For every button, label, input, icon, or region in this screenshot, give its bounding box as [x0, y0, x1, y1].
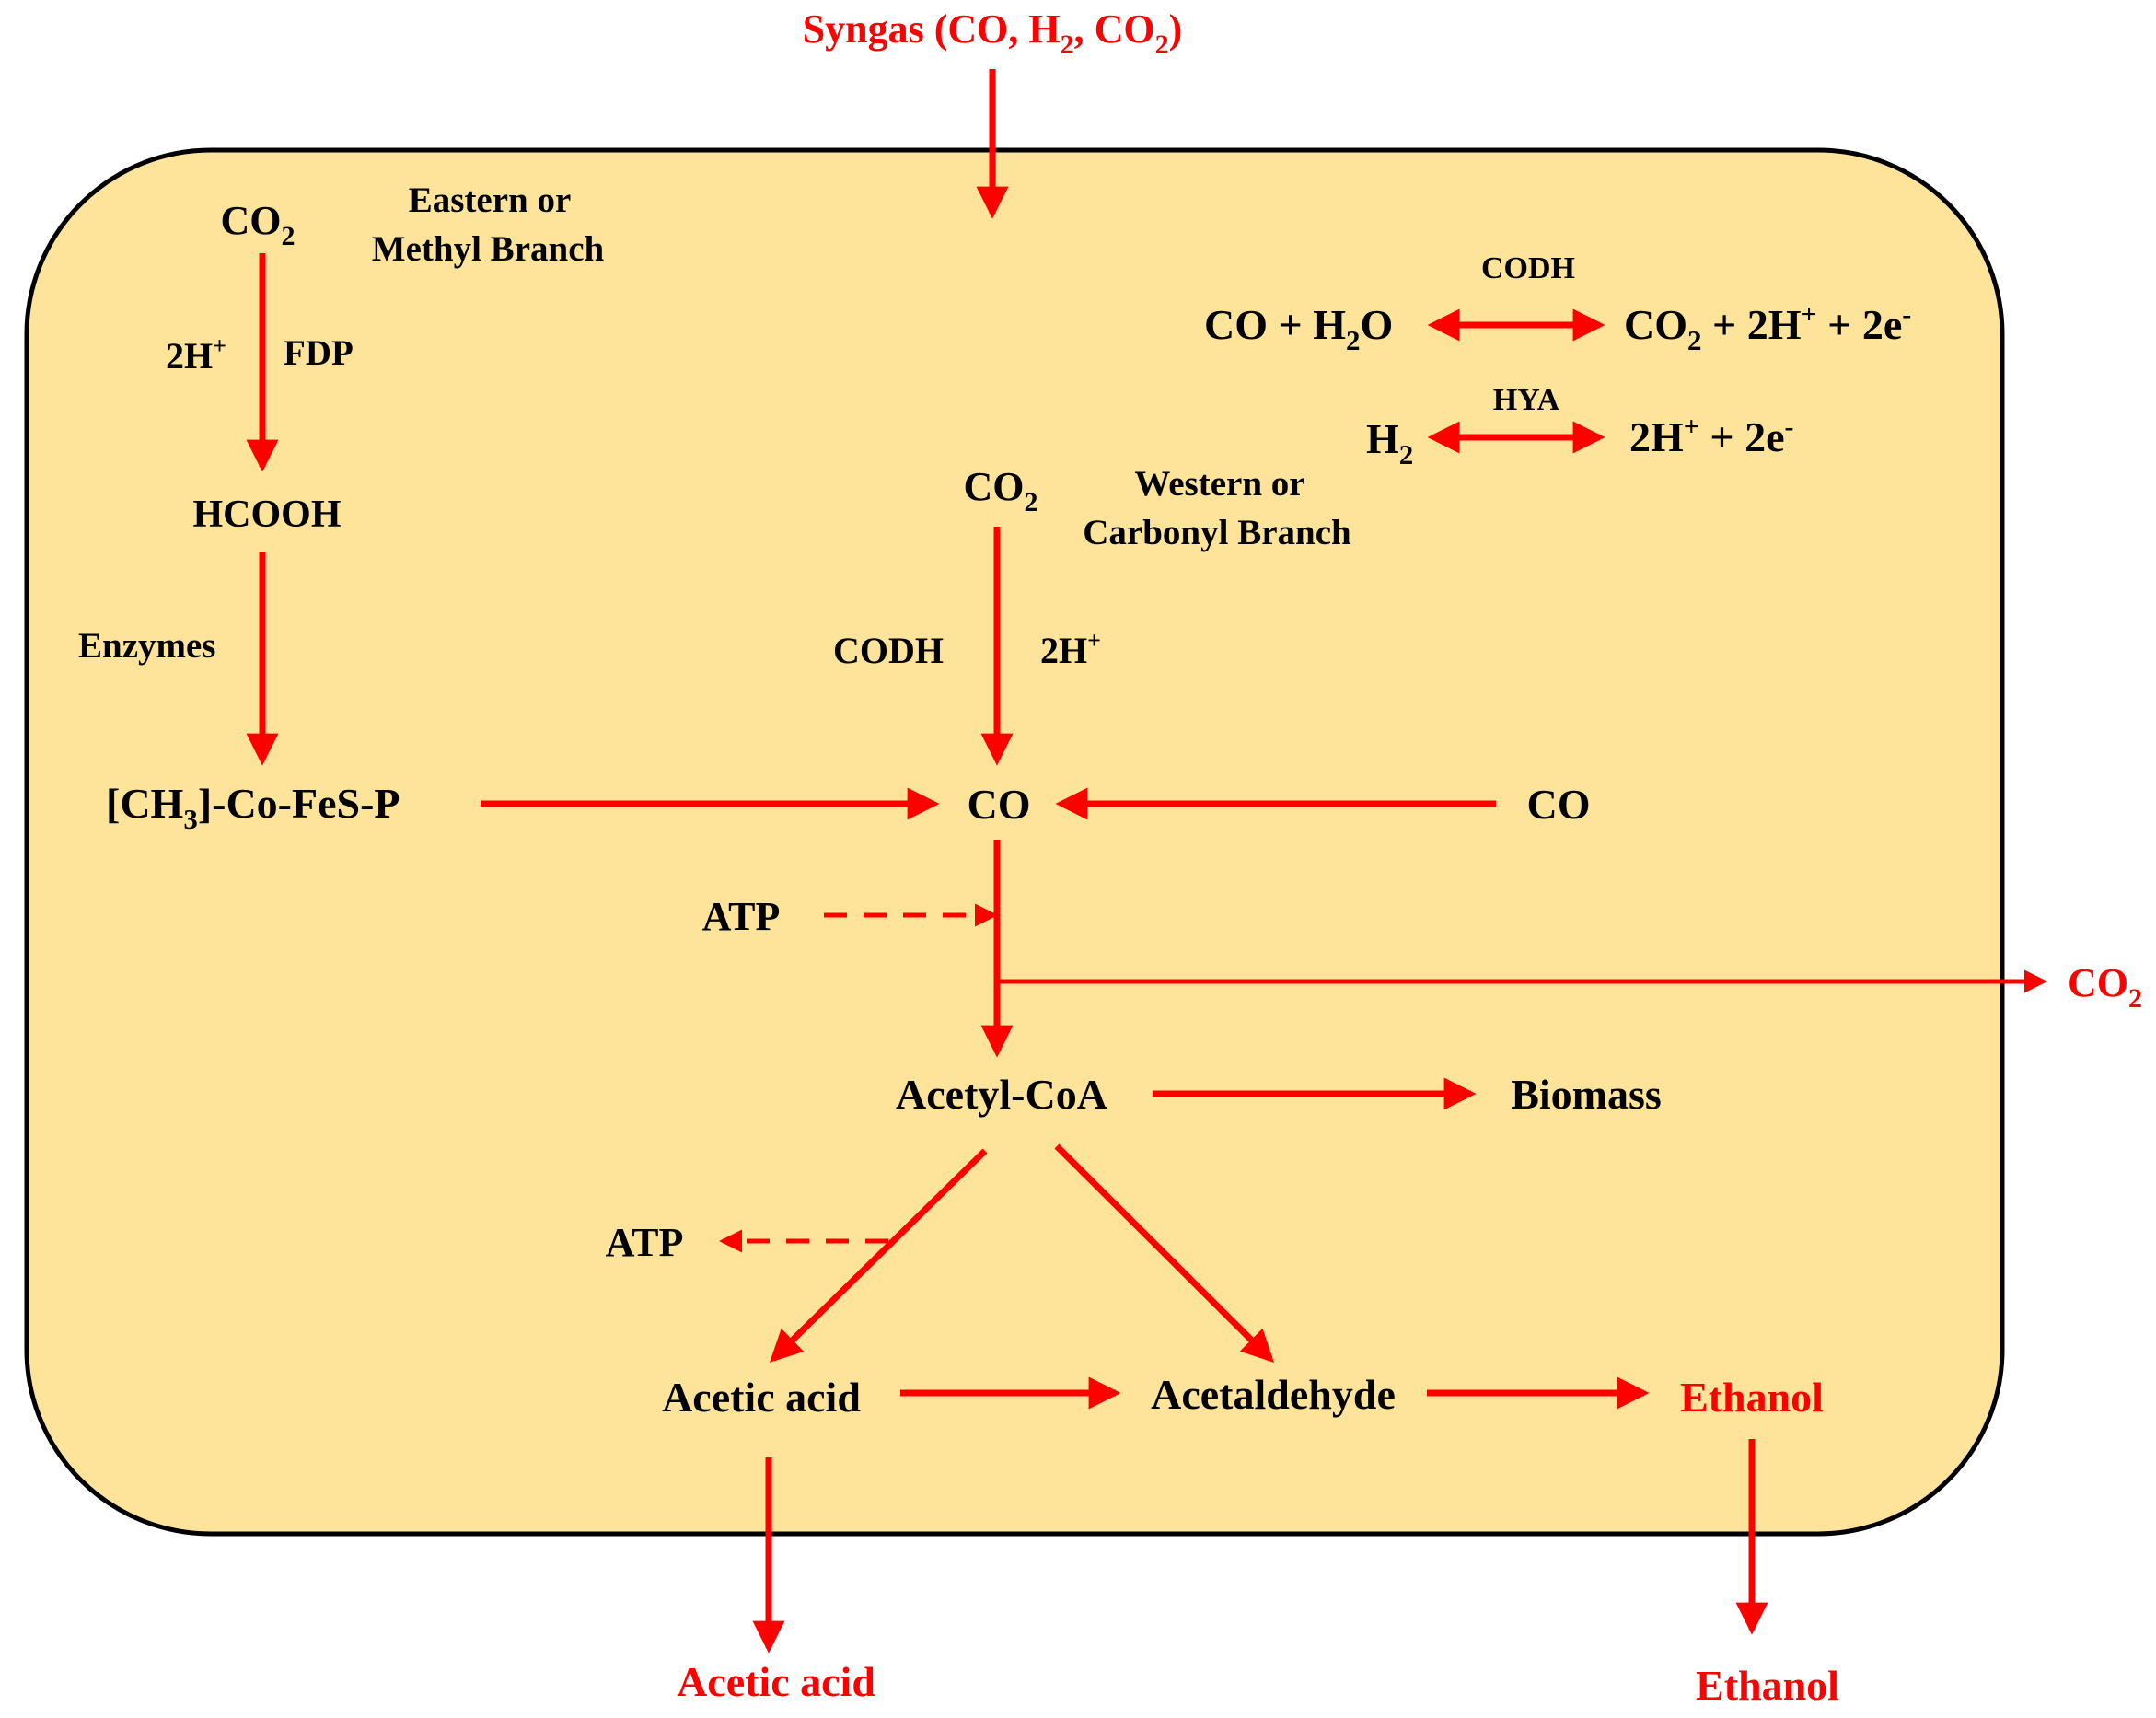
- acetic-acid-label: Acetic acid: [662, 1374, 861, 1421]
- arrow-acetyl-coa-to-acetic-acid: [770, 1148, 988, 1363]
- eastern-2h-label: 2H+: [166, 332, 226, 377]
- reaction1-left: CO + H2O: [1204, 301, 1393, 356]
- atp-output-label: ATP: [606, 1220, 684, 1265]
- western-branch-title-line2: Carbonyl Branch: [1083, 513, 1351, 552]
- co-center-label: CO: [968, 781, 1031, 828]
- co-external-label: CO: [1527, 781, 1591, 828]
- syngas-label: Syngas (CO, H2, CO2): [803, 6, 1183, 60]
- hcooh-label: HCOOH: [192, 493, 341, 536]
- arrow-acetyl-coa-to-acetaldehyde: [1054, 1143, 1274, 1363]
- western-co2-label: CO2: [964, 464, 1038, 517]
- codh-top-label: CODH: [1481, 251, 1575, 285]
- western-2h-label: 2H+: [1040, 627, 1101, 671]
- reaction2-left: H2: [1366, 415, 1413, 470]
- acetaldehyde-label: Acetaldehyde: [1151, 1371, 1396, 1418]
- codh-mid-label: CODH: [833, 630, 944, 671]
- reaction1-right: CO2 + 2H+ + 2e-: [1624, 299, 1911, 356]
- reaction2-right: 2H+ + 2e-: [1629, 412, 1794, 460]
- eastern-branch-title-line2: Methyl Branch: [372, 229, 605, 269]
- eastern-branch-title-line1: Eastern or: [409, 180, 572, 220]
- hya-label: HYA: [1493, 383, 1560, 417]
- ethanol-export-label: Ethanol: [1696, 1662, 1839, 1709]
- atp-input-label: ATP: [702, 894, 781, 939]
- enzymes-label: Enzymes: [78, 626, 216, 666]
- western-branch-title-line1: Western or: [1134, 464, 1304, 504]
- fdp-label: FDP: [284, 333, 354, 373]
- co2-output-label: CO2: [2068, 960, 2142, 1014]
- ethanol-inside-label: Ethanol: [1680, 1374, 1824, 1421]
- methyl-complex-label: [CH3]-Co-FeS-P: [106, 780, 400, 835]
- eastern-co2-label: CO2: [221, 198, 296, 251]
- acetic-acid-export-label: Acetic acid: [677, 1658, 875, 1705]
- cell-boundary: [24, 147, 2005, 1537]
- biomass-label: Biomass: [1511, 1071, 1662, 1118]
- acetyl-coa-label: Acetyl-CoA: [896, 1071, 1107, 1118]
